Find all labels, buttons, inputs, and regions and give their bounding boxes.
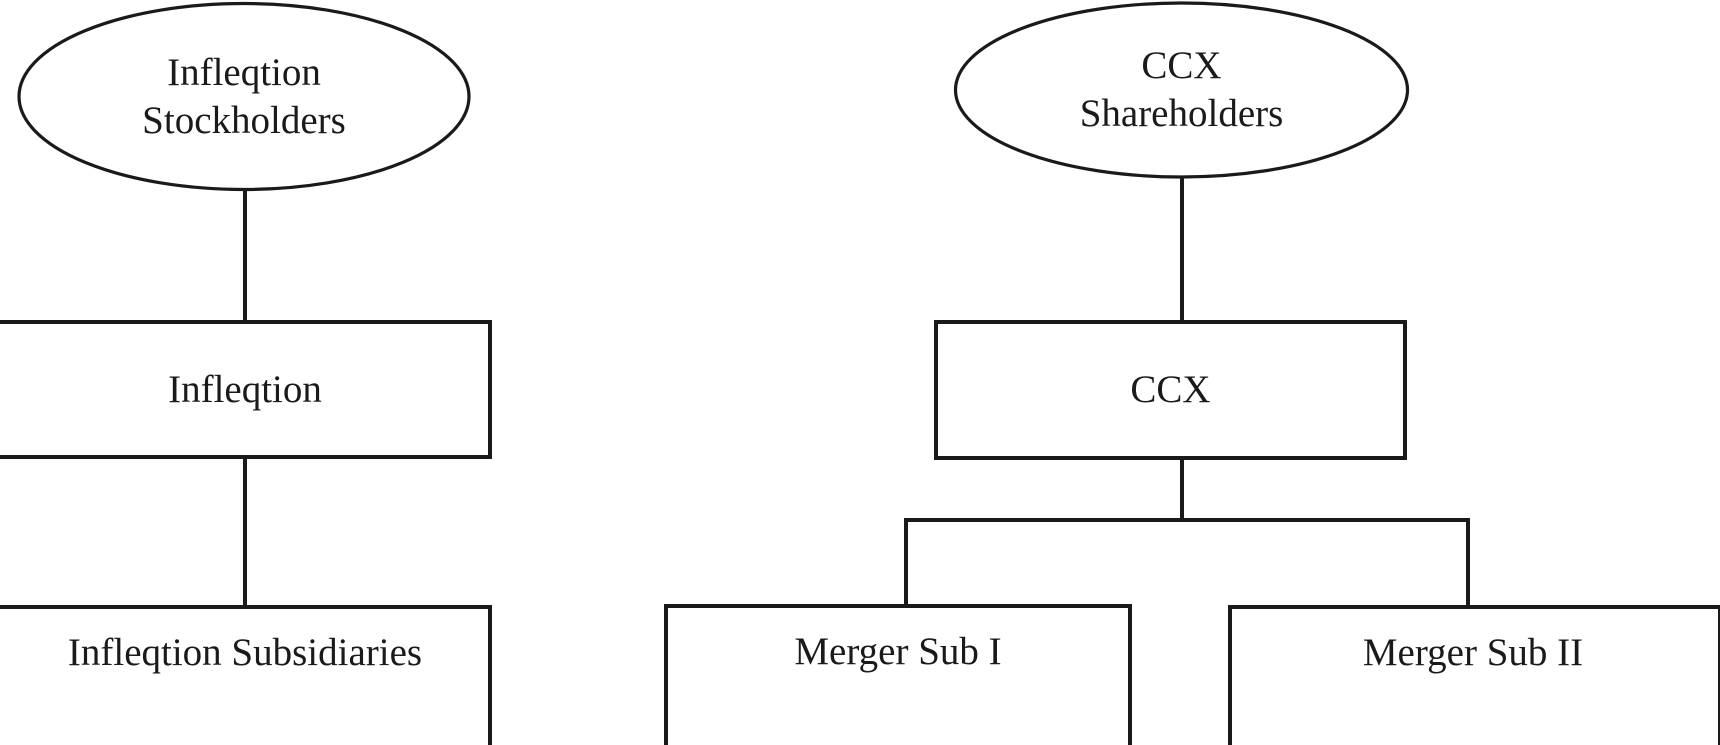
node-merger-sub-one-box — [664, 604, 1132, 745]
node-merger-sub-two-box — [1228, 605, 1720, 745]
node-infleqtion-subsidiaries-box — [0, 605, 492, 745]
node-ccx-box — [934, 320, 1407, 460]
node-infleqtion-box — [0, 320, 492, 459]
node-ccx-shareholders-ellipse — [953, 1, 1410, 179]
node-infleqtion-stockholders-ellipse — [17, 1, 471, 192]
